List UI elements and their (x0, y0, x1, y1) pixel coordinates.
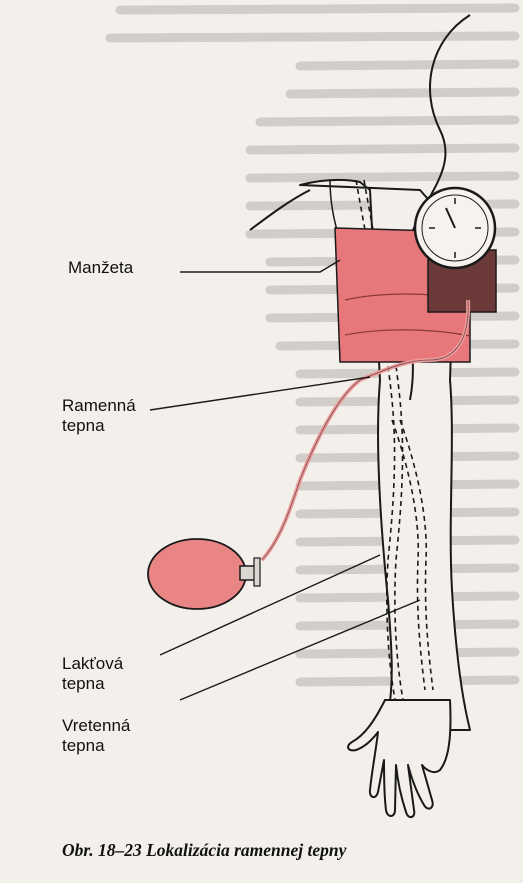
label-brachial-artery-line2: tepna (62, 416, 136, 436)
hand (348, 700, 450, 817)
label-brachial-artery: Ramenná tepna (62, 396, 136, 436)
label-radial-artery-line2: tepna (62, 736, 130, 756)
label-cuff: Manžeta (68, 258, 133, 278)
label-ulnar-artery-line2: tepna (62, 674, 123, 694)
figure-caption: Obr. 18–23 Lokalizácia ramennej tepny (62, 840, 523, 861)
label-ulnar-artery-line1: Lakťová (62, 654, 123, 674)
inflation-bulb (148, 539, 260, 609)
label-radial-artery-line1: Vretenná (62, 716, 130, 736)
label-brachial-artery-line1: Ramenná (62, 396, 136, 416)
label-radial-artery: Vretenná tepna (62, 716, 130, 756)
label-ulnar-artery: Lakťová tepna (62, 654, 123, 694)
